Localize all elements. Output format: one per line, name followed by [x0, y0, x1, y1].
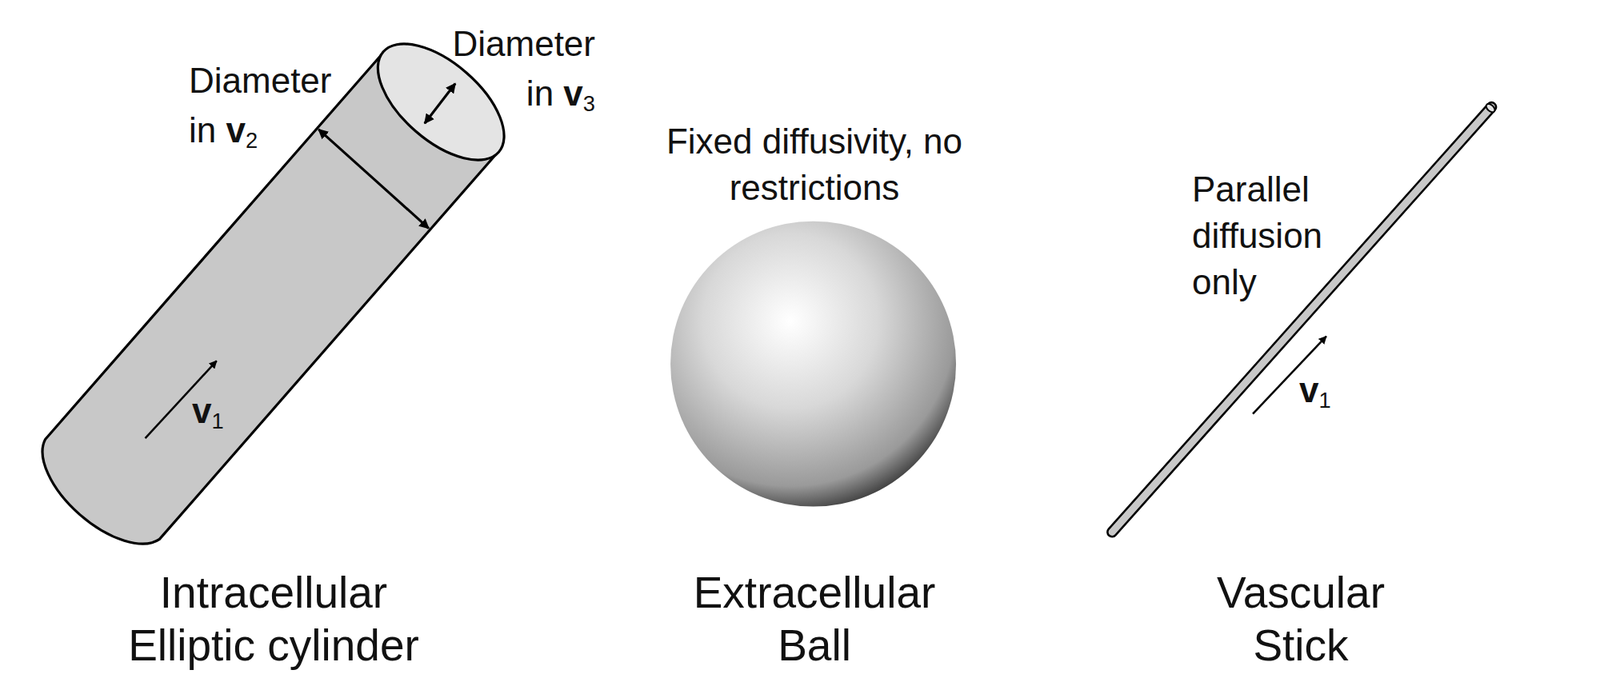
- stick: [1112, 102, 1496, 532]
- compartment-title: Vascular Stick: [1192, 566, 1409, 672]
- note-label: Fixed diffusivity, no restrictions: [654, 118, 975, 212]
- dimension-label: Diameter in v3: [435, 19, 596, 119]
- note-label: Parallel diffusion only: [1192, 166, 1356, 306]
- axis-label: v1: [1299, 369, 1364, 412]
- compartment-title: Intracellular Elliptic cylinder: [105, 566, 442, 672]
- compartment-title: Extracellular Ball: [674, 566, 955, 672]
- dimension-label: Diameter in v2: [188, 56, 357, 156]
- elliptic-cylinder: [42, 22, 524, 544]
- axis-label: v1: [192, 390, 256, 432]
- ball-sphere: [670, 221, 956, 508]
